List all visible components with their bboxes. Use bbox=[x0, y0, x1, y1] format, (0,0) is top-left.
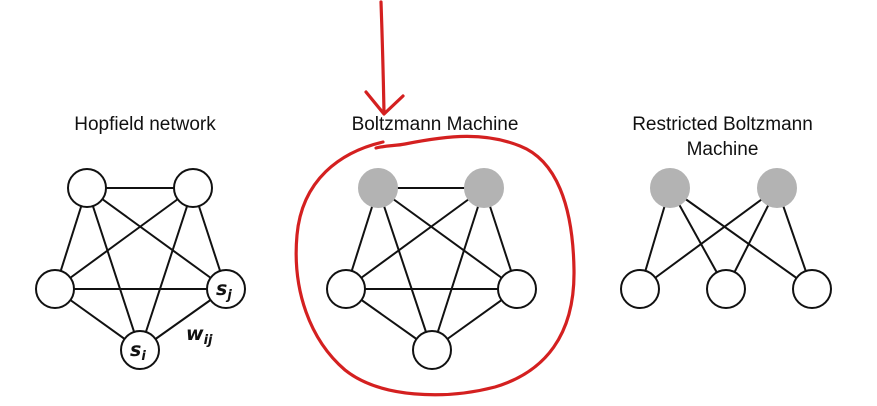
edge bbox=[54, 187, 194, 290]
edge bbox=[139, 187, 194, 351]
visible-node bbox=[497, 269, 537, 309]
node-s-j bbox=[206, 269, 246, 309]
arrow-head bbox=[364, 90, 405, 116]
label-s-i: si bbox=[130, 339, 146, 364]
visible-node bbox=[412, 330, 452, 370]
node bbox=[35, 269, 75, 309]
boltzmann-machine bbox=[326, 168, 537, 370]
edge bbox=[86, 187, 227, 290]
visible-node bbox=[706, 269, 746, 309]
title-rbm-line1: Restricted Boltzmann bbox=[632, 114, 813, 135]
label-w-ij: wij bbox=[186, 323, 213, 348]
visible-node bbox=[326, 269, 366, 309]
hidden-node bbox=[757, 168, 797, 208]
title-restricted-boltzmann-machine: Restricted Boltzmann Machine bbox=[600, 112, 845, 162]
edge bbox=[639, 187, 778, 290]
title-hopfield-network: Hopfield network bbox=[74, 114, 216, 135]
edge bbox=[86, 187, 141, 351]
visible-node bbox=[792, 269, 832, 309]
restricted-boltzmann-machine bbox=[620, 168, 832, 309]
node bbox=[67, 168, 107, 208]
highlight-circle bbox=[294, 134, 576, 397]
node-s-i bbox=[120, 330, 160, 370]
label-s-j: sj bbox=[216, 278, 232, 303]
red-annotation bbox=[294, 0, 576, 397]
arrow-shaft bbox=[379, 0, 386, 114]
title-rbm-line2: Machine bbox=[686, 139, 759, 160]
edge bbox=[669, 187, 813, 290]
hidden-node bbox=[650, 168, 690, 208]
edge bbox=[431, 187, 485, 351]
hopfield-network: sj si wij bbox=[35, 168, 246, 370]
edge bbox=[345, 187, 485, 290]
visible-node bbox=[620, 269, 660, 309]
hidden-node bbox=[464, 168, 504, 208]
title-boltzmann-machine: Boltzmann Machine bbox=[351, 114, 519, 135]
hidden-node bbox=[358, 168, 398, 208]
edge bbox=[377, 187, 433, 351]
edge bbox=[377, 187, 518, 290]
node bbox=[173, 168, 213, 208]
